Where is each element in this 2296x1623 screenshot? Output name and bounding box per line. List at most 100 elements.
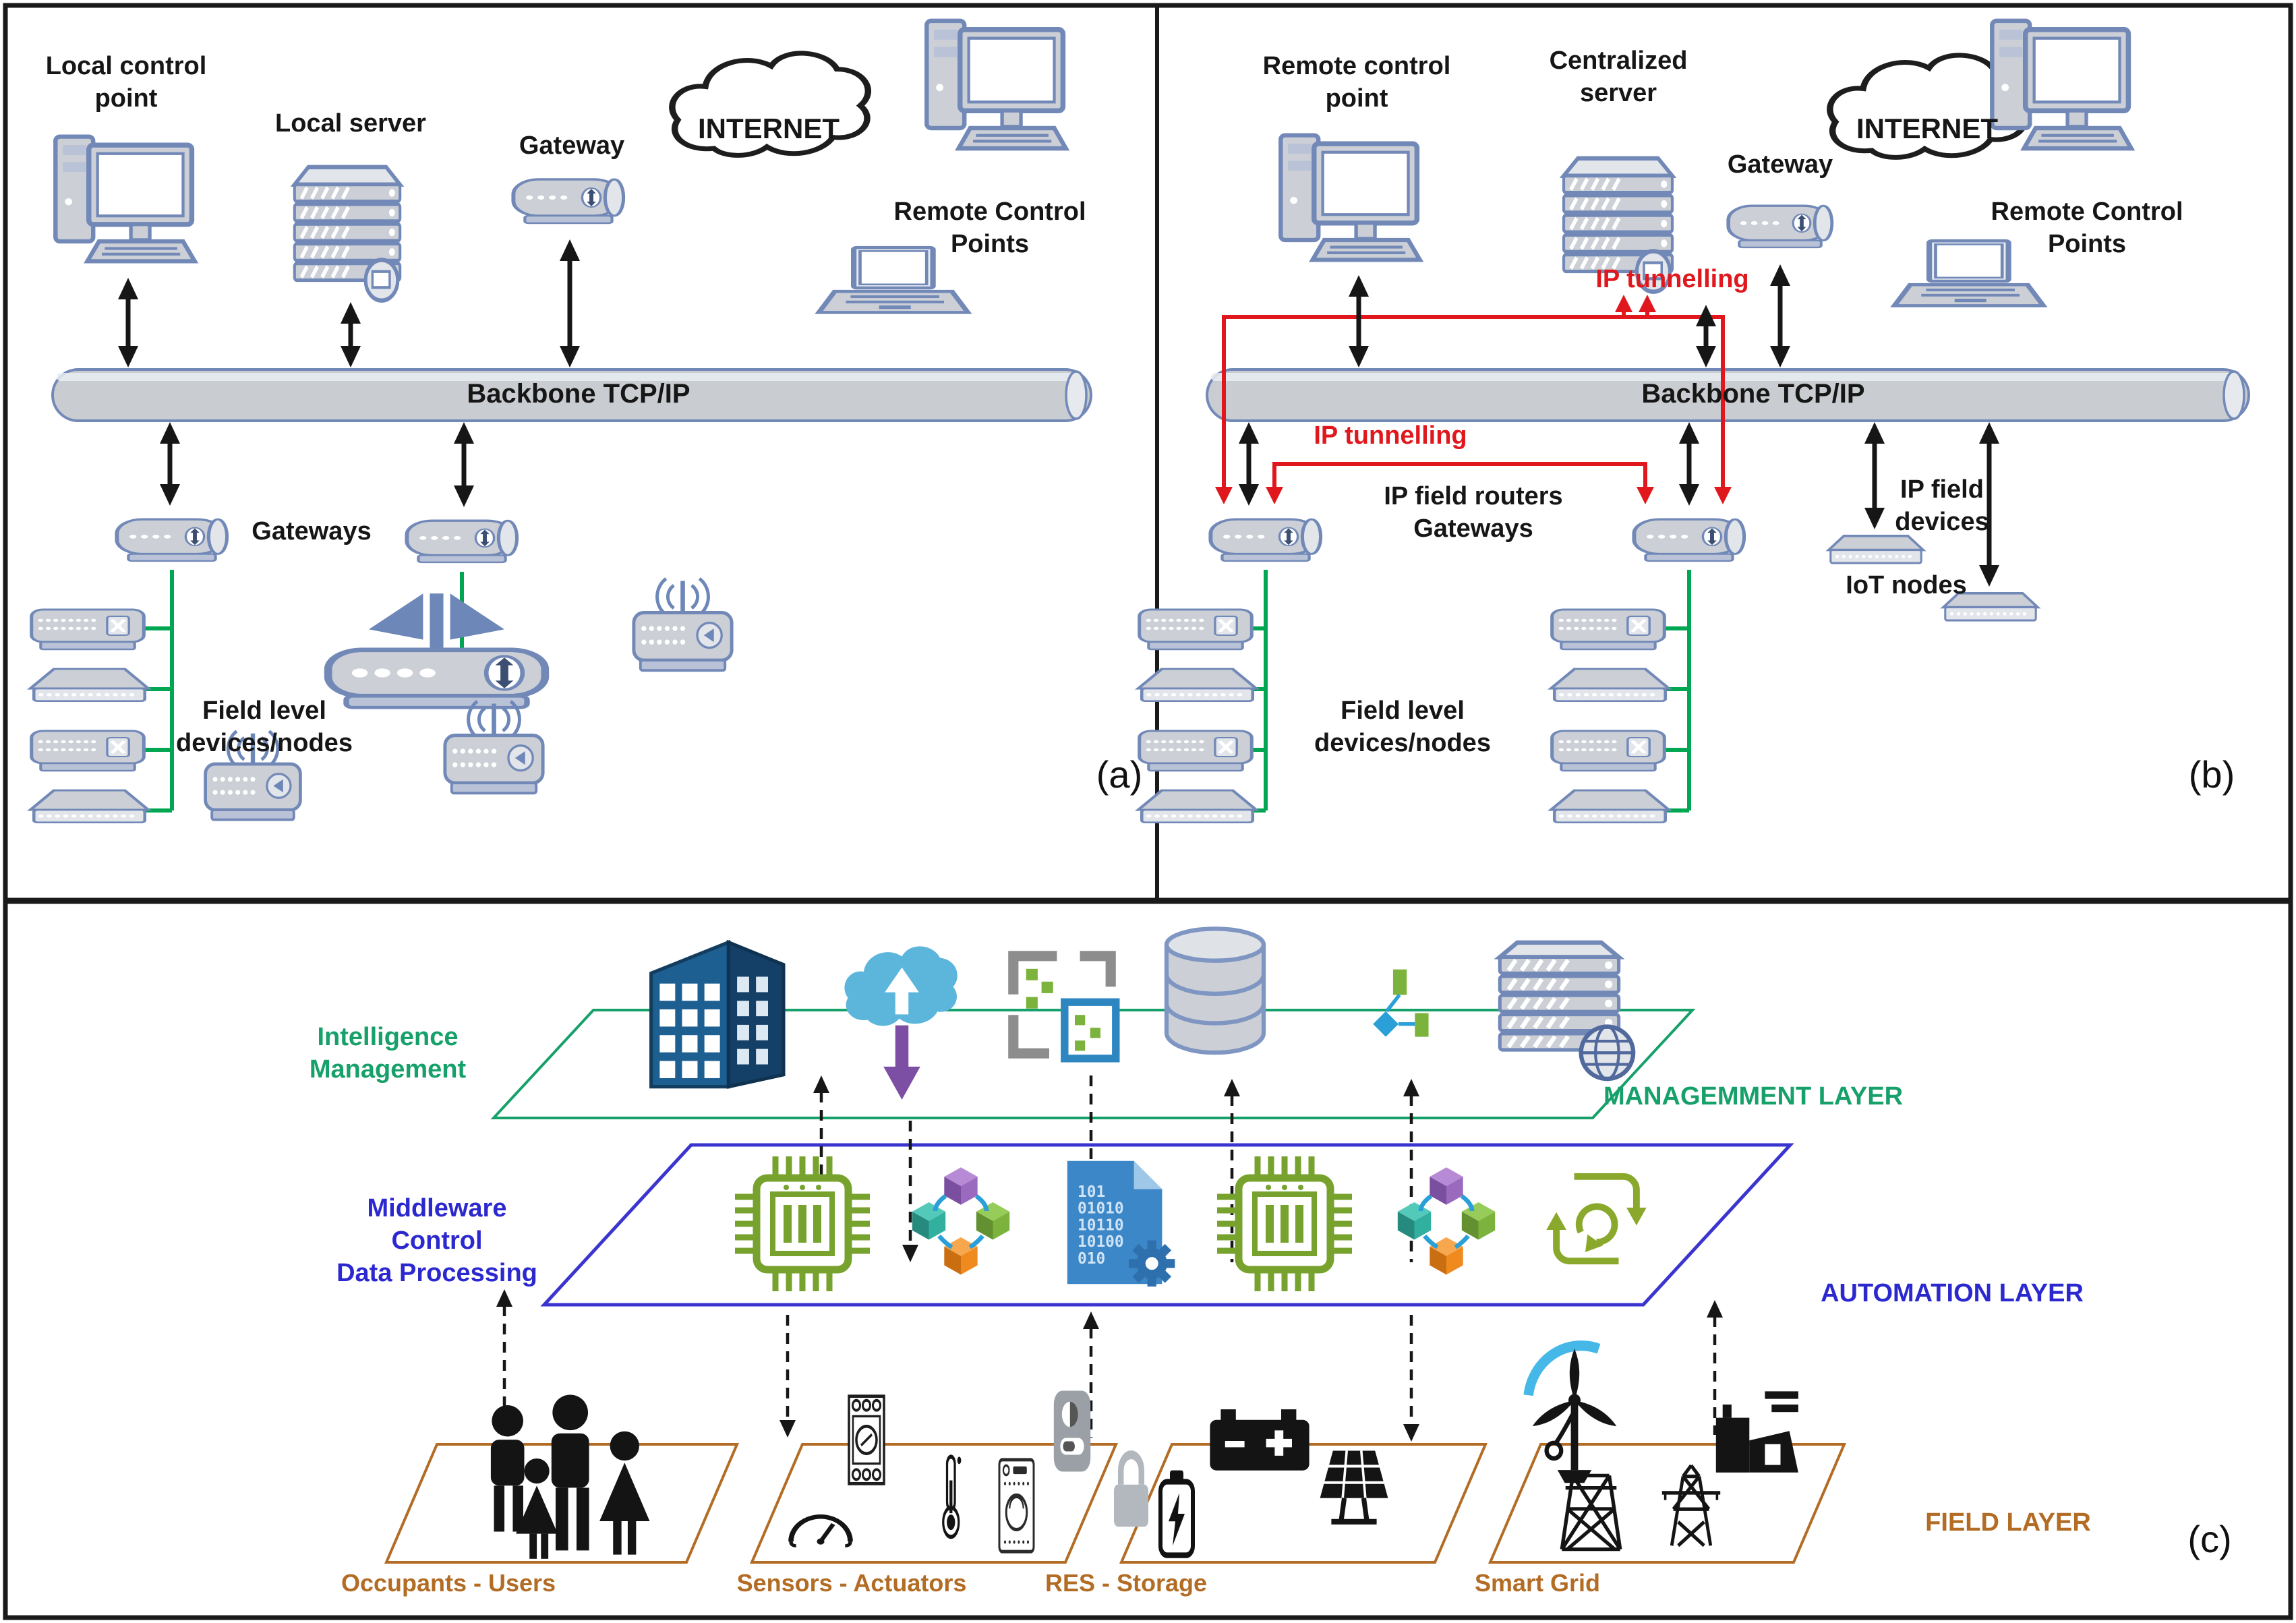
cpu-chip-icon	[735, 1156, 870, 1291]
internet-b-label: INTERNET	[1856, 113, 1998, 144]
remote-control-point-b-label-2: point	[1325, 84, 1388, 113]
field-device-icon	[30, 608, 146, 651]
modules-cubes-icon	[1397, 1167, 1496, 1275]
svg-text:10110: 10110	[1078, 1216, 1124, 1234]
ip-field-routers-label-2: Gateways	[1413, 514, 1533, 543]
svg-text:010: 010	[1078, 1250, 1105, 1268]
field-device-flat-icon	[1134, 668, 1260, 703]
server-globe-icon	[1494, 940, 1636, 1082]
ip-field-devices-label-1: IP field	[1900, 475, 1984, 504]
panel-c-tag: (c)	[2187, 1518, 2232, 1560]
field-device-icon	[1138, 608, 1254, 651]
thermometer-icon	[942, 1454, 962, 1539]
management-layer-plane	[490, 1009, 1696, 1119]
dashed-arrow-cloud-auto	[902, 1121, 918, 1262]
arrow-backbone-gwleft-b	[1239, 422, 1259, 506]
ip-field-devices-label-2: devices	[1895, 508, 1989, 536]
centralized-server-icon	[1559, 156, 1677, 294]
dashed-arrow-sensors	[779, 1315, 796, 1438]
desktop-computer-icon	[924, 18, 1070, 151]
middleware-label-3: Data Processing	[336, 1259, 537, 1287]
wireless-router-icon	[324, 593, 550, 709]
dashed-arrow-building-auto	[813, 1075, 829, 1262]
arrow-rcp-backbone-b	[1349, 275, 1369, 367]
field-device-flat-icon	[1547, 668, 1673, 703]
field-level-b-label-1: Field level	[1341, 697, 1465, 725]
field-level-a-label-1: Field level	[202, 697, 326, 725]
field-device-flat-icon	[1134, 789, 1260, 824]
backbone-pipe-a	[51, 368, 1092, 422]
wireless-device-icon	[443, 700, 545, 795]
field-level-a-label-2: devices/nodes	[176, 729, 353, 757]
ip-tunnel-bottom	[1266, 462, 1654, 504]
transmission-tower-icon	[1661, 1464, 1721, 1547]
dashed-arrow-res	[1403, 1315, 1419, 1442]
gateways-label: Gateways	[252, 517, 372, 545]
database-icon	[1164, 926, 1266, 1055]
arrow-gateway-backbone-b	[1770, 264, 1790, 367]
iot-node-icon	[1940, 591, 2041, 622]
field-level-b-label-2: devices/nodes	[1314, 729, 1491, 757]
centralized-server-label-2: server	[1579, 79, 1657, 107]
occupants-users-label: Occupants - Users	[341, 1569, 556, 1597]
car-battery-icon	[1210, 1409, 1309, 1471]
desktop-computer-icon	[53, 134, 199, 264]
power-plant-icon	[1715, 1391, 1798, 1473]
arrow-backbone-iot1	[1864, 422, 1885, 529]
arrow-server-backbone-b	[1696, 305, 1716, 367]
backbone-pipe-b	[1206, 368, 2250, 422]
arrow-server-backbone	[341, 302, 361, 367]
occupants-icon	[490, 1394, 650, 1559]
solar-panel-icon	[1320, 1450, 1388, 1525]
ip-tunnel-top	[1215, 295, 1732, 504]
contactor-icon	[848, 1394, 885, 1485]
iot-node-icon	[1825, 534, 1926, 564]
gateway-router-left-icon	[115, 518, 229, 562]
iot-nodes-label: IoT nodes	[1846, 571, 1967, 599]
ip-field-router-right-icon	[1632, 518, 1746, 562]
dashed-arrow-link-auto	[1403, 1079, 1419, 1262]
gateway-b-label: Gateway	[1727, 150, 1833, 179]
svg-text:10100: 10100	[1078, 1233, 1124, 1251]
dashed-arrow-grid	[1707, 1300, 1723, 1435]
svg-text:01010: 01010	[1078, 1200, 1124, 1218]
router-icon	[511, 178, 626, 225]
laptop-icon	[815, 245, 972, 314]
cloud-upload-icon	[844, 946, 958, 1100]
remote-control-point-b-label-1: Remote control	[1262, 52, 1451, 80]
gauge-icon	[788, 1514, 853, 1547]
centralized-server-label-1: Centralized	[1549, 47, 1688, 75]
transmission-tower-icon	[1560, 1473, 1622, 1552]
field-device-icon	[1550, 730, 1666, 772]
dashed-arrow-occupants	[496, 1289, 512, 1428]
field-layer-label: FIELD LAYER	[1925, 1508, 2091, 1537]
field-device-flat-icon	[26, 668, 152, 703]
ip-field-router-left-icon	[1208, 518, 1323, 562]
field-device-icon	[30, 730, 146, 772]
wind-turbine-icon	[1523, 1340, 1617, 1483]
remote-control-points-b-label-2: Points	[2047, 230, 2127, 258]
arrow-lcp-backbone	[118, 278, 138, 367]
sync-arrows-icon	[1546, 1173, 1647, 1265]
local-control-point-label-2: point	[94, 84, 158, 113]
remote-control-points-a-label-1: Remote Control	[893, 198, 1086, 226]
arrow-backbone-gateway-left	[160, 422, 180, 506]
res-storage-label: RES - Storage	[1044, 1569, 1208, 1597]
internet-a-label: INTERNET	[698, 113, 840, 144]
smart-grid-label: Smart Grid	[1474, 1569, 1601, 1597]
ip-tunnelling-bottom-label: IP tunnelling	[1314, 421, 1467, 450]
arrow-gateway-backbone-a	[560, 239, 580, 367]
desktop-computer-icon	[1278, 133, 1424, 262]
building-icon	[649, 939, 786, 1089]
field-device-icon	[1550, 608, 1666, 651]
gateway-a-label: Gateway	[519, 131, 625, 160]
field-device-flat-icon	[26, 789, 152, 824]
field-bus-b-right	[1664, 570, 1691, 813]
field-device-flat-icon	[1547, 789, 1673, 824]
backbone-b-label: Backbone TCP/IP	[1641, 379, 1865, 409]
power-socket-icon	[1053, 1390, 1091, 1472]
dashed-arrow-actuators	[1083, 1311, 1099, 1438]
cpu-chip-icon	[1217, 1156, 1352, 1291]
remote-control-points-b-label-1: Remote Control	[1991, 198, 2183, 226]
